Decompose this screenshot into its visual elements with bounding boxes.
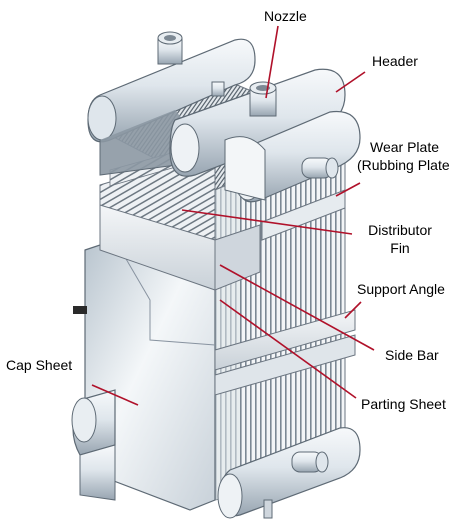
- wear-plate: [261, 189, 346, 241]
- leader-cap-sheet: [91, 384, 139, 406]
- label-distributor-line1: Distributor: [368, 222, 432, 238]
- leader-support-angle: [344, 301, 362, 319]
- side-bar-lower: [214, 334, 356, 396]
- leader-distributor-fin: [181, 209, 353, 235]
- label-support-angle: Support Angle: [357, 281, 445, 297]
- leader-wear-plate: [335, 182, 361, 197]
- leader-parting-sheet: [219, 299, 357, 399]
- label-header: Header: [372, 53, 418, 69]
- label-distributor-line2: Fin: [390, 240, 410, 256]
- top-header-right: [169, 68, 346, 177]
- front-header: [224, 110, 361, 203]
- label-parting-sheet: Parting Sheet: [361, 396, 446, 412]
- support-bracket: [73, 306, 87, 314]
- leader-header: [335, 71, 366, 93]
- top-header-right-nozzle: [211, 81, 277, 117]
- top-header-left-nozzle: [157, 31, 183, 65]
- label-wear-plate-line1: Wear Plate: [370, 139, 439, 155]
- side-bar-upper: [99, 204, 261, 291]
- label-side-bar: Side Bar: [385, 347, 439, 363]
- label-cap-sheet: Cap Sheet: [6, 357, 73, 373]
- bottom-header-left: [71, 389, 116, 501]
- leader-lines: [91, 25, 375, 406]
- bottom-header-right: [217, 427, 361, 519]
- label-nozzle: Nozzle: [264, 8, 307, 24]
- label-wear-plate-line2: (Rubbing Plate: [357, 157, 450, 173]
- side-bar-middle: [214, 309, 356, 371]
- leader-nozzle: [265, 25, 279, 99]
- leader-side-bar: [219, 264, 375, 351]
